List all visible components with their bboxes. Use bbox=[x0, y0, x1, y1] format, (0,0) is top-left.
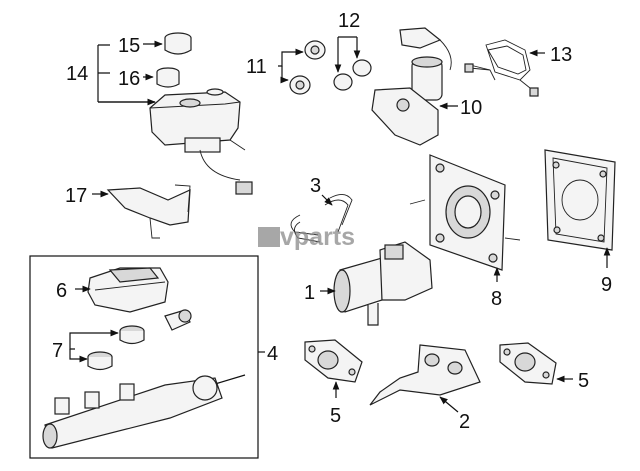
pump-motor-part[interactable] bbox=[371, 27, 496, 146]
master-cylinder-body-part[interactable] bbox=[42, 374, 246, 449]
bracket-part[interactable] bbox=[106, 184, 191, 239]
callout-16: 16 bbox=[118, 68, 140, 90]
callout-8: 8 bbox=[491, 288, 502, 310]
leader-lines bbox=[69, 36, 611, 413]
wire-harness-part[interactable] bbox=[464, 39, 539, 97]
actuator-bracket-part[interactable] bbox=[369, 344, 481, 406]
grommet-part-lower[interactable] bbox=[87, 351, 113, 371]
callout-6: 6 bbox=[56, 280, 67, 302]
callout-labels: 15 16 14 17 11 12 13 10 3 1 8 9 5 5 2 4 … bbox=[52, 10, 612, 433]
callout-10: 10 bbox=[460, 97, 482, 119]
callout-14: 14 bbox=[66, 63, 88, 85]
bushing-part-right[interactable] bbox=[352, 59, 372, 77]
callout-15: 15 bbox=[118, 35, 140, 57]
callout-9: 9 bbox=[601, 274, 612, 296]
callout-4: 4 bbox=[267, 343, 278, 365]
watermark-logo: vparts bbox=[258, 223, 355, 251]
port-gasket-part-right[interactable] bbox=[499, 342, 557, 385]
callout-2: 2 bbox=[459, 411, 470, 433]
gasket-part[interactable] bbox=[544, 149, 616, 251]
callout-5-right: 5 bbox=[578, 370, 589, 392]
callout-7: 7 bbox=[52, 340, 63, 362]
reservoir-strainer-part[interactable] bbox=[156, 67, 180, 88]
master-cylinder-kit-box bbox=[29, 255, 259, 459]
collar-part-upper[interactable] bbox=[304, 40, 326, 60]
callout-12: 12 bbox=[338, 10, 360, 32]
callout-17: 17 bbox=[65, 185, 87, 207]
watermark-text: vparts bbox=[280, 223, 355, 251]
port-gasket-part-left[interactable] bbox=[304, 339, 363, 383]
reservoir-assembly-part[interactable] bbox=[149, 88, 253, 195]
booster-plate-part[interactable] bbox=[409, 154, 521, 271]
collar-part-lower[interactable] bbox=[289, 75, 311, 95]
callout-1: 1 bbox=[304, 282, 315, 304]
brake-actuator-part[interactable] bbox=[333, 241, 433, 326]
plug-bolt-part[interactable] bbox=[164, 309, 192, 331]
callout-3: 3 bbox=[310, 175, 321, 197]
master-cylinder-reservoir-part[interactable] bbox=[87, 267, 169, 313]
callout-11: 11 bbox=[246, 56, 267, 78]
callout-13: 13 bbox=[550, 44, 572, 66]
reservoir-cap-part[interactable] bbox=[164, 32, 192, 55]
callout-5-left: 5 bbox=[330, 405, 341, 427]
bushing-part-left[interactable] bbox=[333, 73, 353, 91]
grommet-part-upper[interactable] bbox=[119, 325, 145, 345]
